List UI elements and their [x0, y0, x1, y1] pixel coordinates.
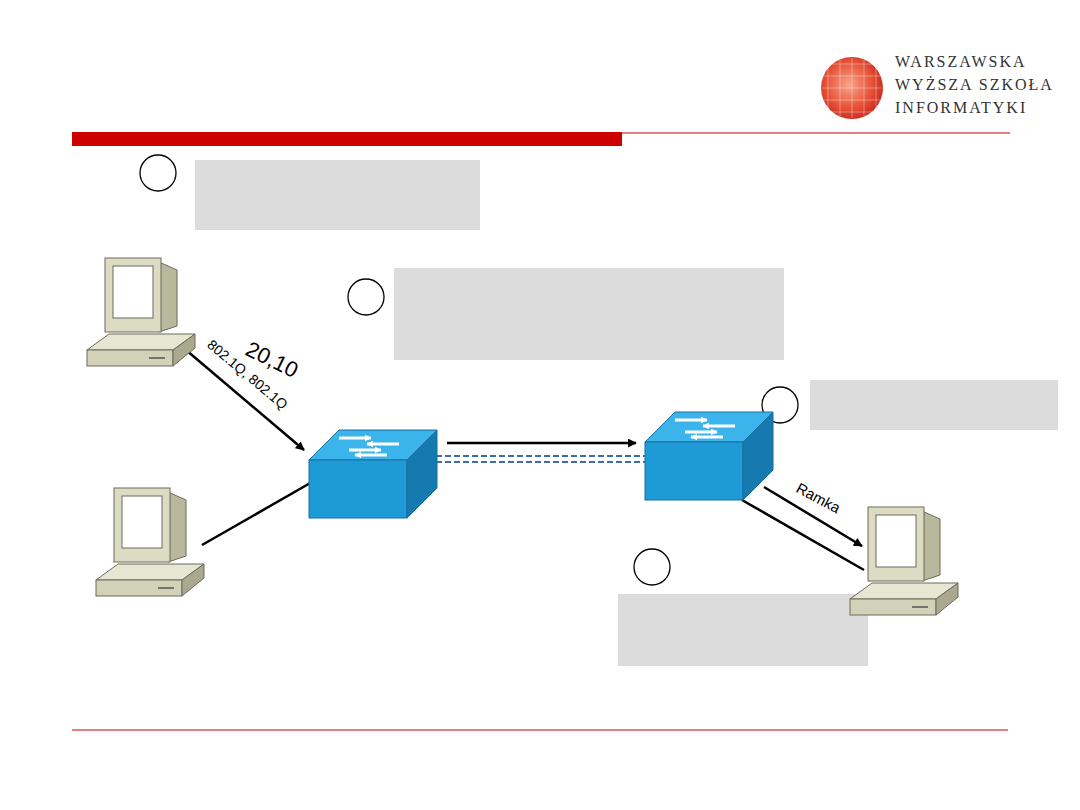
logo-text: WARSZAWSKA — [895, 54, 1027, 70]
access-link — [202, 482, 312, 545]
computer-icon — [96, 488, 204, 596]
callout-box — [810, 380, 1058, 430]
trunk-link — [436, 456, 646, 462]
callout-box — [618, 594, 868, 666]
switch-icon — [645, 412, 773, 500]
computer-icon — [87, 258, 195, 366]
callout-circle — [140, 155, 176, 191]
logo-text: WYŻSZA SZKOŁA — [895, 77, 1054, 93]
trunk-arrow — [447, 442, 636, 445]
callout-circle — [348, 279, 384, 315]
header-line — [622, 132, 1010, 133]
computer-icon — [850, 507, 958, 615]
footer-line — [72, 730, 1008, 731]
callout-box — [195, 160, 480, 230]
callout-box — [394, 268, 784, 360]
logo-text: INFORMATYKI — [895, 100, 1027, 116]
logo-emblem — [821, 57, 883, 119]
access-link — [742, 500, 864, 570]
header-bar — [72, 132, 622, 146]
callout-circle — [634, 549, 670, 585]
switch-icon — [309, 430, 437, 518]
